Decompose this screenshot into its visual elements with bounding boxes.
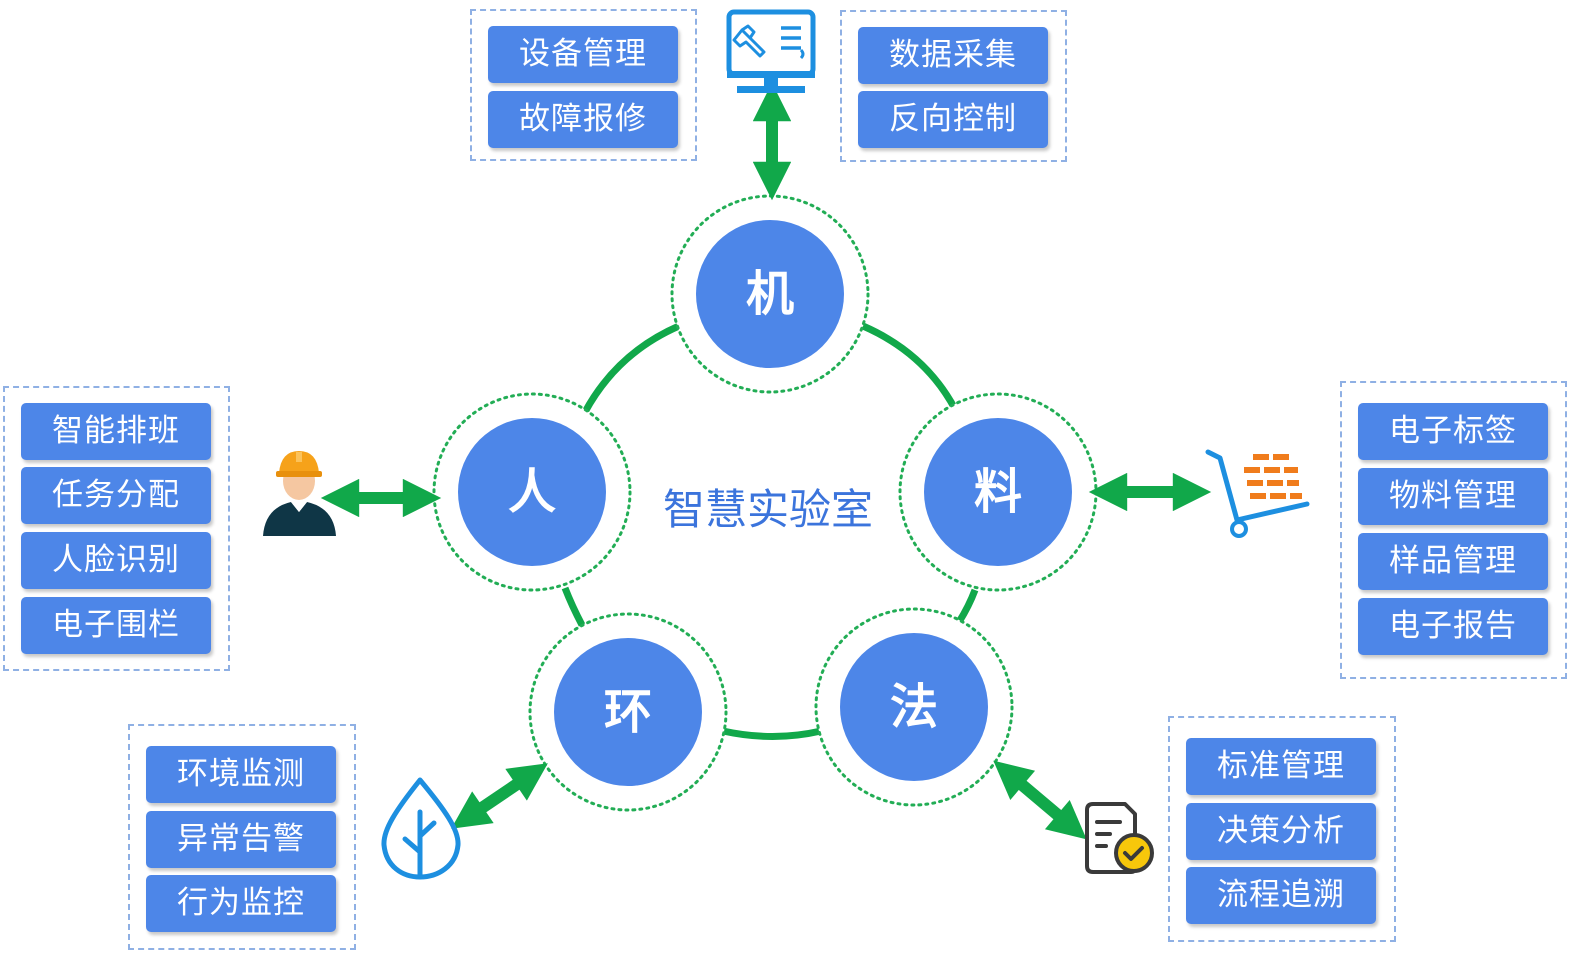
group-equipment-left [470, 9, 697, 161]
center-title: 智慧实验室 [662, 485, 873, 534]
btn-sample-management[interactable]: 样品管理 [1358, 533, 1548, 590]
hub-label-ji[interactable]: 机 [745, 266, 794, 322]
group-equipment-right [840, 10, 1067, 162]
hub-label-fa[interactable]: 法 [889, 679, 938, 735]
worker-icon [263, 451, 336, 536]
connector-ji-liao [861, 322, 959, 411]
btn-electronic-report[interactable]: 电子报告 [1358, 598, 1548, 655]
hub-label-ren[interactable]: 人 [507, 464, 556, 520]
btn-data-collection[interactable]: 数据采集 [858, 27, 1048, 84]
btn-standard-management[interactable]: 标准管理 [1186, 738, 1376, 795]
btn-material-management[interactable]: 物料管理 [1358, 468, 1548, 525]
hub-ren[interactable] [458, 418, 606, 566]
group-methods [1168, 716, 1396, 942]
cart-icon [1205, 449, 1310, 538]
hub-circles [458, 220, 1072, 786]
hub-fa[interactable] [840, 633, 988, 781]
hub-ji[interactable] [696, 220, 844, 368]
btn-environment-monitoring[interactable]: 环境监测 [146, 746, 336, 803]
group-people [3, 386, 230, 671]
btn-smart-scheduling[interactable]: 智能排班 [21, 403, 211, 460]
btn-behavior-monitoring[interactable]: 行为监控 [146, 875, 336, 932]
arrow-huan-leaf [451, 763, 548, 829]
btn-decision-analysis[interactable]: 决策分析 [1186, 803, 1376, 860]
btn-face-recognition[interactable]: 人脸识别 [21, 532, 211, 589]
btn-equipment-management[interactable]: 设备管理 [488, 26, 678, 83]
leaf-icon [381, 777, 461, 880]
document-check-icon [1085, 802, 1154, 874]
group-environment [128, 724, 356, 950]
arrows [320, 82, 1212, 840]
btn-reverse-control[interactable]: 反向控制 [858, 91, 1048, 148]
connector-liao-fa [956, 588, 979, 624]
hub-huan[interactable] [554, 638, 702, 786]
btn-electronic-label[interactable]: 电子标签 [1358, 403, 1548, 460]
connector-fa-huan [722, 727, 822, 740]
btn-task-assignment[interactable]: 任务分配 [21, 467, 211, 524]
monitor-tools-icon [726, 9, 816, 93]
btn-fault-repair[interactable]: 故障报修 [488, 91, 678, 148]
connector-ji-ren [581, 322, 681, 414]
hub-liao[interactable] [924, 418, 1072, 566]
btn-anomaly-alert[interactable]: 异常告警 [146, 811, 336, 868]
arrow-fa-doc [993, 760, 1087, 840]
hub-connector-ring [561, 322, 979, 740]
btn-electronic-fence[interactable]: 电子围栏 [21, 597, 211, 654]
btn-process-tracing[interactable]: 流程追溯 [1186, 867, 1376, 924]
hub-label-liao[interactable]: 料 [973, 464, 1022, 520]
hub-label-huan[interactable]: 环 [603, 684, 652, 740]
group-materials [1340, 381, 1567, 679]
connector-huan-ren [561, 586, 586, 627]
